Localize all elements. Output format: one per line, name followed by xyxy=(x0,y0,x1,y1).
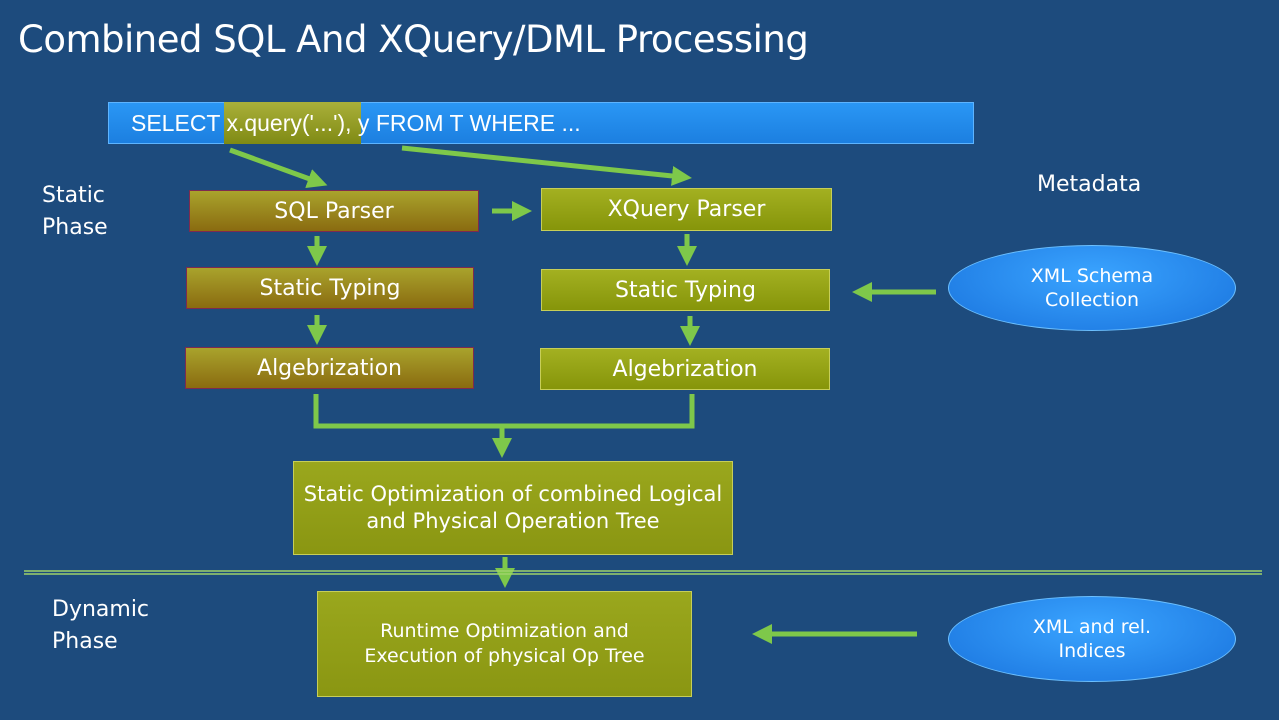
arrow-query-to-sql-parser xyxy=(229,147,328,188)
xml-schema-collection-label: XML Schema Collection xyxy=(1030,265,1154,311)
xml-indices-label: XML and rel. Indices xyxy=(1032,616,1152,662)
sql-algebrization-label: Algebrization xyxy=(257,355,402,381)
metadata-label: Metadata xyxy=(1037,172,1142,197)
dynamic-phase-label: Dynamic Phase xyxy=(52,597,150,654)
query-text: SELECT x.query('...'), y FROM T WHERE ..… xyxy=(131,110,581,136)
xquery-static-typing-box: Static Typing xyxy=(541,269,830,311)
xquery-algebrization-label: Algebrization xyxy=(612,356,758,382)
sql-static-typing-box: Static Typing xyxy=(186,267,474,309)
sql-parser-box: SQL Parser xyxy=(189,190,479,232)
xquery-algebrization-box: Algebrization xyxy=(540,348,830,390)
query-highlight xyxy=(224,102,361,144)
merge-connector xyxy=(313,394,695,429)
page-title: Combined SQL And XQuery/DML Processing xyxy=(18,18,809,61)
sql-algebrization-box: Algebrization xyxy=(185,347,474,389)
runtime-optimization-label: Runtime Optimization and Execution of ph… xyxy=(364,620,645,667)
static-phase-label: Static Phase xyxy=(42,183,108,240)
static-optimization-box: Static Optimization of combined Logical … xyxy=(293,461,733,555)
sql-static-typing-label: Static Typing xyxy=(259,275,401,301)
runtime-optimization-box: Runtime Optimization and Execution of ph… xyxy=(317,591,692,697)
arrow-query-to-xquery-parser xyxy=(401,145,692,186)
xml-schema-collection-ellipse: XML Schema Collection xyxy=(948,245,1236,331)
xquery-static-typing-label: Static Typing xyxy=(615,277,756,303)
xquery-parser-label: XQuery Parser xyxy=(607,197,766,222)
xquery-parser-box: XQuery Parser xyxy=(541,188,832,231)
static-optimization-label: Static Optimization of combined Logical … xyxy=(303,482,723,533)
sql-parser-label: SQL Parser xyxy=(274,198,394,224)
xml-indices-ellipse: XML and rel. Indices xyxy=(948,596,1236,682)
